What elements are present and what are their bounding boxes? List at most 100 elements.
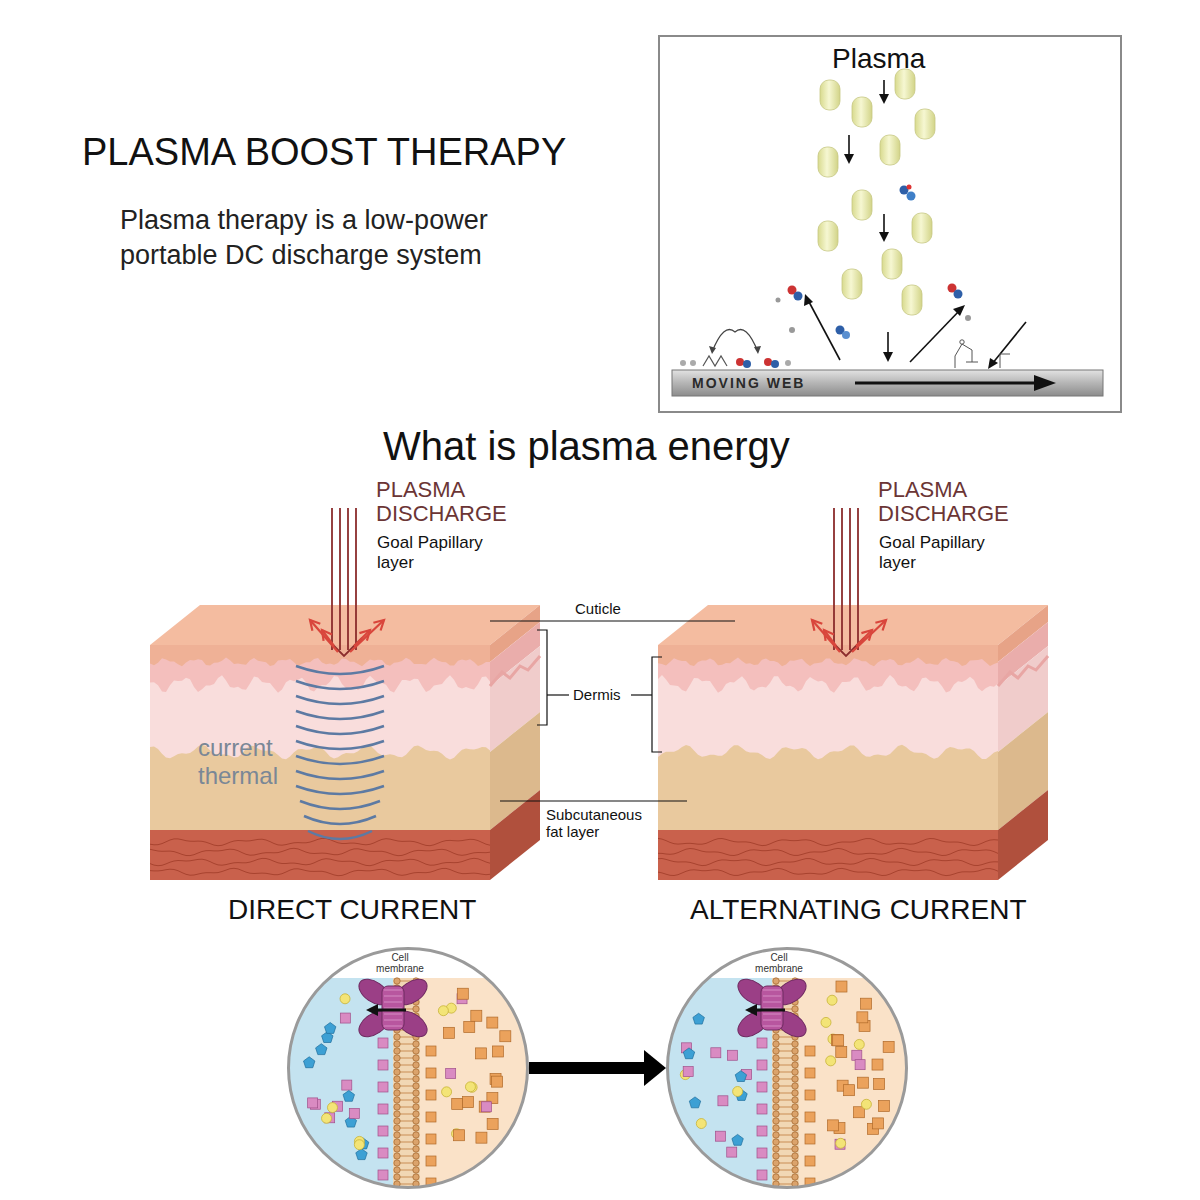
ion-square xyxy=(452,1098,463,1109)
ion-square xyxy=(481,1102,491,1112)
protein-stripe xyxy=(763,1026,781,1027)
lipid-head xyxy=(773,1034,779,1040)
protein-stripe xyxy=(763,990,781,991)
thermal-wave xyxy=(296,771,384,779)
ion-pentagon xyxy=(732,1134,743,1145)
channel-protein xyxy=(733,974,810,1042)
ion-square xyxy=(426,1046,436,1056)
decor-circle xyxy=(764,358,772,366)
reflected-ray xyxy=(350,620,384,652)
ion-pentagon xyxy=(325,1023,336,1034)
lipid-head xyxy=(773,1118,779,1124)
protein-stripe xyxy=(384,1026,402,1027)
extracellular-area xyxy=(283,978,393,1198)
decor-circle xyxy=(960,340,964,344)
plasma-particle xyxy=(882,249,902,279)
skin-top-face xyxy=(658,605,1048,645)
layer-label: Subcutaneous fat layer xyxy=(546,806,658,841)
web-label: MOVING WEB xyxy=(692,375,805,392)
ion-square xyxy=(426,1134,436,1144)
lipid-head xyxy=(773,1069,779,1075)
decor-circle xyxy=(907,185,912,190)
ion-pentagon xyxy=(316,1044,327,1055)
ion-circle xyxy=(861,1099,871,1109)
lipid-tail xyxy=(779,1086,792,1087)
decor-polygon xyxy=(879,94,889,104)
discharge-ray xyxy=(833,508,835,650)
lipid-head xyxy=(413,1146,419,1152)
ion-circle xyxy=(442,1087,452,1097)
ion-square xyxy=(378,1038,388,1048)
lipid-head xyxy=(773,1167,779,1173)
reflected-ray xyxy=(852,620,886,652)
lipid-head xyxy=(413,1055,419,1061)
reflected-head xyxy=(359,630,370,641)
current-thermal-waves xyxy=(296,666,384,839)
discharge-ray xyxy=(339,508,341,650)
ion-circle xyxy=(733,1086,743,1096)
lipid-head xyxy=(413,1048,419,1054)
thermal-wave xyxy=(308,831,372,839)
muscle-fibre xyxy=(658,868,998,875)
lipid-tail xyxy=(779,1149,792,1150)
lipid-tail xyxy=(400,1044,413,1045)
ion-square xyxy=(857,1012,868,1023)
lipid-tail xyxy=(779,1177,792,1178)
lipid-head xyxy=(413,1125,419,1131)
reflected-head xyxy=(861,630,872,641)
ion-square xyxy=(426,1112,436,1122)
thermal-wave xyxy=(296,741,384,749)
lipid-tail xyxy=(779,1093,792,1094)
ion-square xyxy=(757,1060,767,1070)
skin-block xyxy=(150,605,540,880)
decor-circle xyxy=(680,360,686,366)
lipid-tail xyxy=(779,1065,792,1066)
muscle-fibre xyxy=(150,848,490,855)
skin-top-face xyxy=(150,605,540,645)
arrow-head xyxy=(644,1050,666,1086)
ion-square xyxy=(454,1130,465,1141)
ion-square xyxy=(342,1080,352,1090)
cell-illustration xyxy=(283,943,535,1198)
ion-square xyxy=(833,1035,844,1046)
transport-arrow-head xyxy=(366,1004,378,1016)
discharge-ray xyxy=(331,508,333,650)
discharge-ray xyxy=(347,508,349,650)
decor-circle xyxy=(794,292,803,301)
particle-arrows xyxy=(808,80,1026,364)
reflected-head xyxy=(824,630,834,641)
lipid-head xyxy=(413,1041,419,1047)
lipid-tail xyxy=(400,1191,413,1192)
decor-path xyxy=(712,330,758,353)
lipid-head xyxy=(773,1146,779,1152)
plasma-particle xyxy=(915,109,935,139)
ion-square xyxy=(476,1132,487,1143)
lipid-head xyxy=(792,1153,798,1159)
lipid-head xyxy=(413,1167,419,1173)
dermis-bracket-right xyxy=(652,657,662,752)
lipid-head xyxy=(792,1167,798,1173)
transport-arrow xyxy=(376,1009,406,1012)
dermis-leader-left xyxy=(547,694,569,695)
ion-square xyxy=(349,1108,359,1118)
discharge-ray xyxy=(355,508,357,650)
ion-square xyxy=(727,1147,737,1157)
lipid-tail xyxy=(779,1107,792,1108)
lipid-head xyxy=(394,1167,400,1173)
lipid-tail xyxy=(779,1163,792,1164)
plasma-particle xyxy=(852,97,872,127)
lipid-head xyxy=(773,1055,779,1061)
lipid-tail xyxy=(779,1037,792,1038)
lipid-head xyxy=(773,1160,779,1166)
web-direction-arrow xyxy=(855,382,1038,385)
lipid-tail xyxy=(779,1058,792,1059)
ion-circle xyxy=(465,1082,475,1092)
lipid-head xyxy=(413,1076,419,1082)
discharge-ray xyxy=(841,508,843,650)
muscle-layer xyxy=(658,830,998,880)
ion-square xyxy=(340,1013,350,1023)
lipid-tail xyxy=(779,1184,792,1185)
ion-circle xyxy=(322,1113,332,1123)
lipid-head xyxy=(792,1174,798,1180)
thermal-label: current thermal xyxy=(198,734,298,789)
